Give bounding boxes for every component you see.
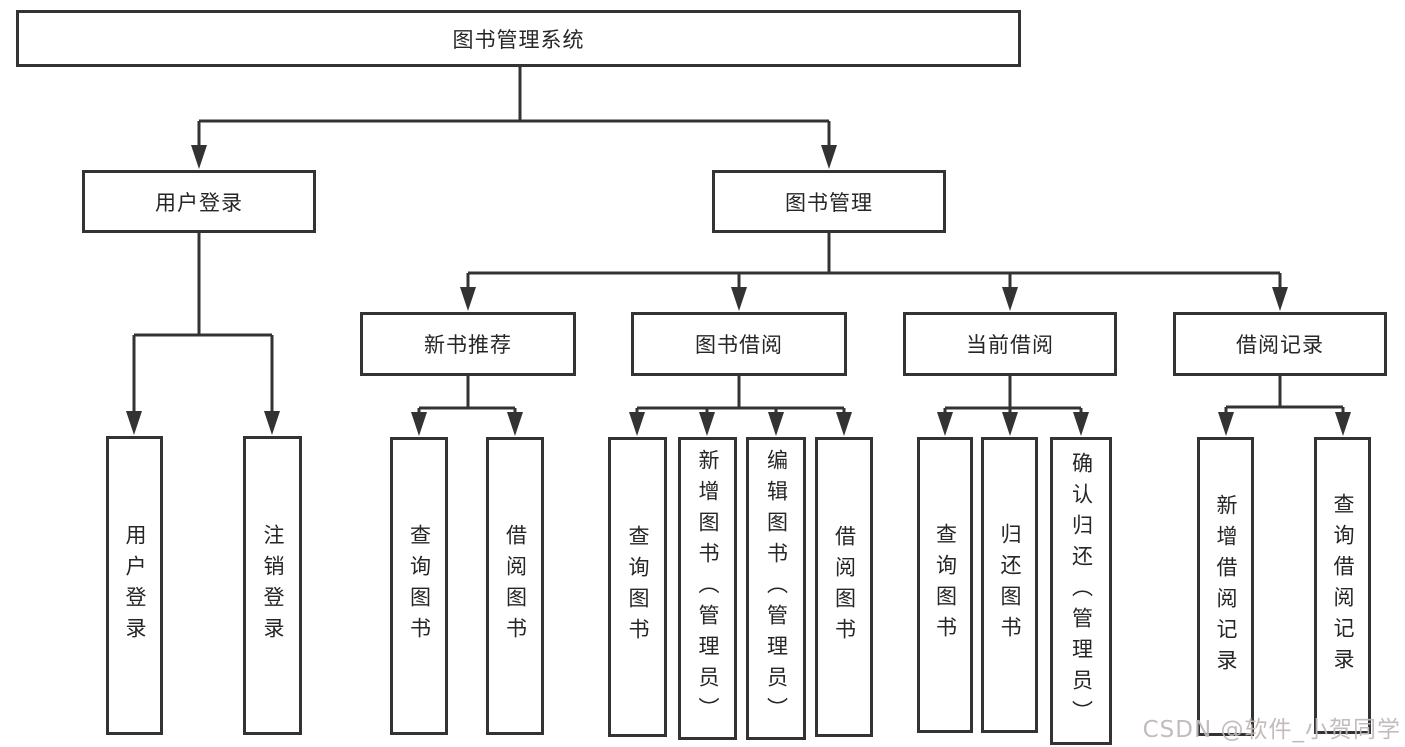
node-leaf-query-book-2: 查询图书 bbox=[608, 437, 667, 737]
leaf-label: 用户登录 bbox=[123, 523, 147, 648]
group-label: 新书推荐 bbox=[424, 333, 512, 357]
leaf-label: 查询借阅记录 bbox=[1331, 492, 1355, 679]
group-label: 当前借阅 bbox=[966, 333, 1054, 357]
node-group-book-borrow: 图书借阅 bbox=[631, 312, 847, 376]
node-group-borrow-record: 借阅记录 bbox=[1173, 312, 1387, 376]
node-book-mgmt: 图书管理 bbox=[712, 170, 946, 233]
connector-current-borrow-children bbox=[937, 376, 1089, 436]
group-label: 借阅记录 bbox=[1236, 333, 1324, 357]
leaf-label: 查询图书 bbox=[933, 523, 958, 647]
leaf-label: 借阅图书 bbox=[503, 524, 528, 648]
leaf-label: 新增借阅记录 bbox=[1214, 493, 1238, 680]
node-user-login-label: 用户登录 bbox=[155, 190, 243, 215]
leaf-label: 借阅图书 bbox=[832, 525, 857, 649]
node-group-current-borrow: 当前借阅 bbox=[903, 312, 1117, 376]
node-group-new-book: 新书推荐 bbox=[360, 312, 576, 376]
node-leaf-add-book-admin: 新增图书（管理员） bbox=[678, 437, 737, 740]
node-root-label: 图书管理系统 bbox=[452, 27, 585, 52]
group-label: 图书借阅 bbox=[695, 333, 783, 357]
leaf-label: 确认归还（管理员） bbox=[1069, 451, 1094, 731]
node-user-login: 用户登录 bbox=[82, 170, 316, 233]
node-leaf-query-book-1: 查询图书 bbox=[390, 437, 448, 735]
connector-book-mgmt-groups bbox=[460, 233, 1288, 311]
leaf-label: 查询图书 bbox=[407, 524, 432, 648]
node-leaf-return-book: 归还图书 bbox=[981, 437, 1038, 733]
node-leaf-borrow-book-2: 借阅图书 bbox=[815, 437, 873, 737]
leaf-label: 查询图书 bbox=[626, 525, 650, 649]
node-leaf-borrow-book-1: 借阅图书 bbox=[486, 437, 544, 735]
node-leaf-query-book-3: 查询图书 bbox=[917, 437, 973, 733]
connector-root-to-level1 bbox=[191, 67, 837, 169]
node-leaf-confirm-return-admin: 确认归还（管理员） bbox=[1050, 437, 1112, 745]
connector-user-login-children bbox=[126, 233, 280, 435]
leaf-label: 新增图书（管理员） bbox=[696, 449, 720, 728]
leaf-label: 归还图书 bbox=[998, 523, 1022, 647]
node-root: 图书管理系统 bbox=[16, 10, 1021, 67]
node-leaf-add-borrow-record: 新增借阅记录 bbox=[1197, 437, 1254, 736]
csdn-watermark: CSDN @软件_小贺同学 bbox=[1142, 717, 1401, 743]
leaf-label: 编辑图书（管理员） bbox=[764, 449, 789, 728]
connector-book-borrow-children bbox=[629, 376, 852, 436]
connector-new-book-children bbox=[411, 376, 523, 436]
node-book-mgmt-label: 图书管理 bbox=[785, 190, 873, 215]
node-leaf-logout: 注销登录 bbox=[243, 436, 302, 735]
leaf-label: 注销登录 bbox=[261, 523, 285, 648]
node-leaf-edit-book-admin: 编辑图书（管理员） bbox=[746, 437, 806, 740]
node-leaf-user-login: 用户登录 bbox=[106, 436, 163, 735]
connector-borrow-record-children bbox=[1218, 376, 1351, 436]
node-leaf-query-borrow-record: 查询借阅记录 bbox=[1314, 437, 1371, 734]
